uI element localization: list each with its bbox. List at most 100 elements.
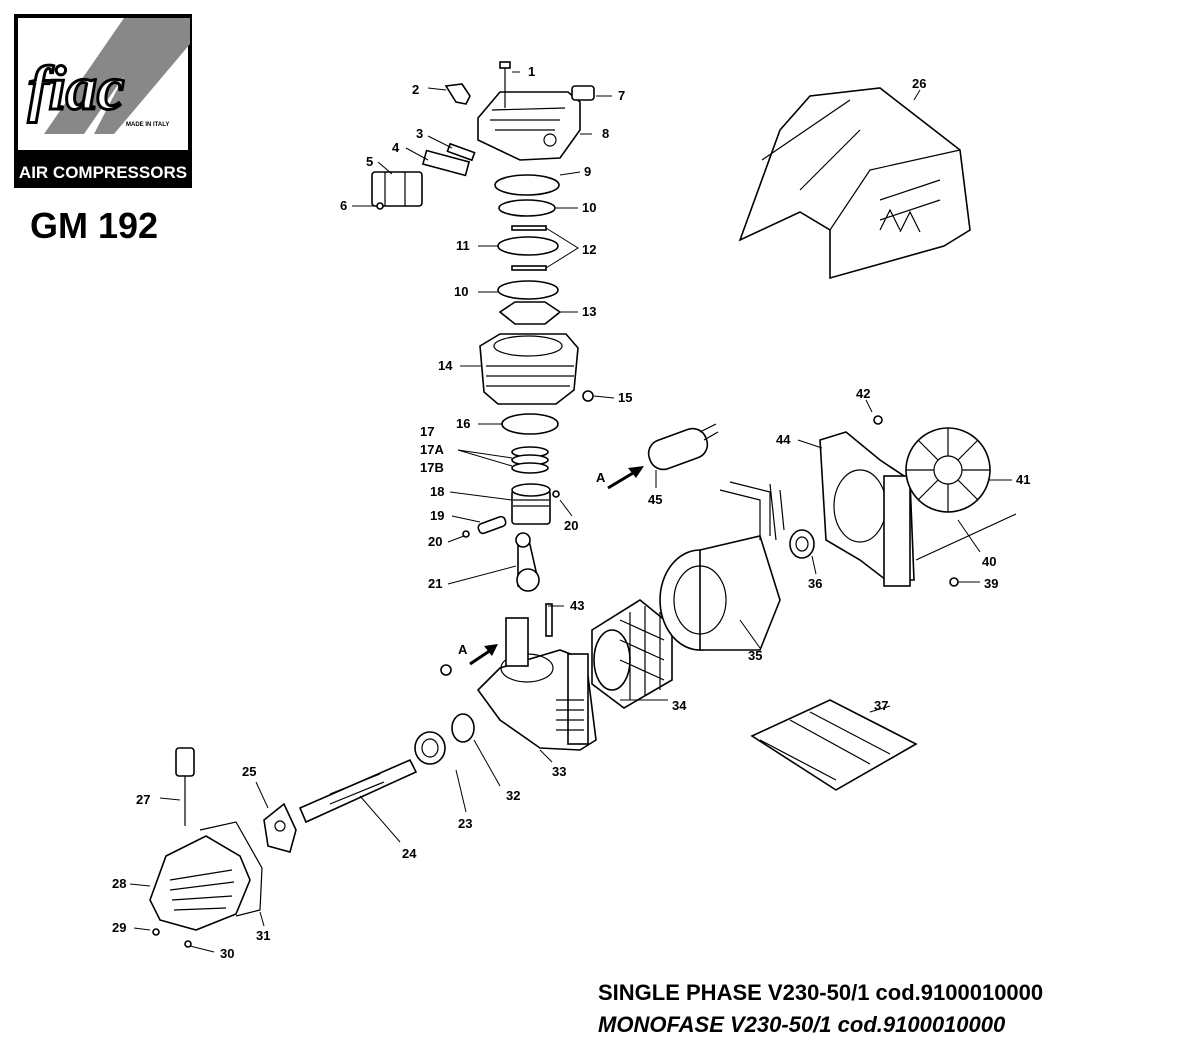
seal-ring [451,713,475,743]
nut [440,664,452,676]
part-label: 6 [340,198,347,213]
part-label: 19 [430,508,444,523]
base-plate [750,699,918,791]
part-label: 42 [856,386,870,401]
valve-block [371,171,423,207]
leader-lines [129,71,1012,953]
cylinder [479,333,579,405]
elbow-fitting [444,83,471,105]
motor-end-shield [819,431,915,587]
part-label: 27 [136,792,150,807]
part-label: 25 [242,764,256,779]
part-label: 10 [582,200,596,215]
piston-ring [511,462,549,474]
part-label: 7 [618,88,625,103]
model-title: GM 192 [30,205,159,246]
tie-rod [915,513,1017,561]
circlip [462,530,470,538]
fitting [571,85,595,101]
part-label: 21 [428,576,442,591]
crankcase-cover [149,821,263,931]
nut [582,390,594,402]
circlip [552,490,560,498]
gasket-strip [511,265,547,271]
breather-valve [175,747,195,826]
counterweight [263,802,297,853]
screw [873,415,883,425]
part-label: 43 [570,598,584,613]
head-gasket [498,301,562,325]
piston-pin [477,515,507,535]
part-label: 37 [874,698,888,713]
part-label: 9 [584,164,591,179]
part-label: 17A [420,442,444,457]
part-label: 44 [776,432,791,447]
part-label: 11 [456,238,470,253]
part-label: 14 [438,358,453,373]
part-label: 23 [458,816,472,831]
part-label: 24 [402,846,417,861]
part-label: 41 [1016,472,1030,487]
part-label: 31 [256,928,270,943]
part-label: 35 [748,648,762,663]
direction-arrow [607,466,644,490]
part-label: 8 [602,126,609,141]
part-label: 16 [456,416,470,431]
made-in-italy: MADE IN ITALY [126,122,169,128]
part-label: 4 [392,140,400,155]
arrow-label: A [458,642,468,657]
direction-arrow [469,644,498,666]
gasket-strip [511,225,547,231]
screw [376,202,384,210]
bearing [789,529,815,559]
gasket [497,280,559,300]
arrow-label: A [596,470,606,485]
part-label: 28 [112,876,126,891]
crankcase [476,617,597,751]
part-label: 34 [672,698,687,713]
part-label: 1 [528,64,535,79]
fiac-logo: fiac MADE IN ITALY AIR COMPRESSORS [14,14,192,188]
part-label: 45 [648,492,662,507]
crankshaft [298,758,418,824]
cooling-fan [905,427,991,513]
rotor [591,599,673,709]
part-label: 12 [582,242,596,257]
part-label: 3 [416,126,423,141]
part-label: 36 [808,576,822,591]
part-label: 20 [428,534,442,549]
part-label: 40 [982,554,996,569]
caption-single-phase: SINGLE PHASE V230-50/1 cod.9100010000 [598,980,1044,1005]
part-label: 5 [366,154,373,169]
capacitor [647,423,719,471]
part-label: 39 [984,576,998,591]
stator [659,481,785,651]
bolt [499,61,511,108]
part-label: 29 [112,920,126,935]
valve-plate-gasket [497,236,559,256]
logo-wordmark: fiac [28,55,124,123]
caption-monofase: MONOFASE V230-50/1 cod.9100010000 [598,1012,1006,1037]
piston [511,483,551,525]
part-label: 17B [420,460,444,475]
valve-reed [446,142,476,162]
bearing [414,731,446,765]
part-label: 15 [618,390,632,405]
screw [152,928,160,936]
gasket [494,174,560,196]
part-label: 20 [564,518,578,533]
screw [184,940,192,948]
part-label: 30 [220,946,234,961]
connecting-rod [515,532,540,592]
cylinder-head [477,91,581,161]
part-label: 18 [430,484,444,499]
part-label: 10 [454,284,468,299]
part-label: 32 [506,788,520,803]
part-label: 26 [912,76,926,91]
cylinder-gasket [501,413,559,435]
part-label: 33 [552,764,566,779]
stud [545,603,553,637]
logo-tagline: AIR COMPRESSORS [19,163,187,182]
gasket [498,199,556,217]
